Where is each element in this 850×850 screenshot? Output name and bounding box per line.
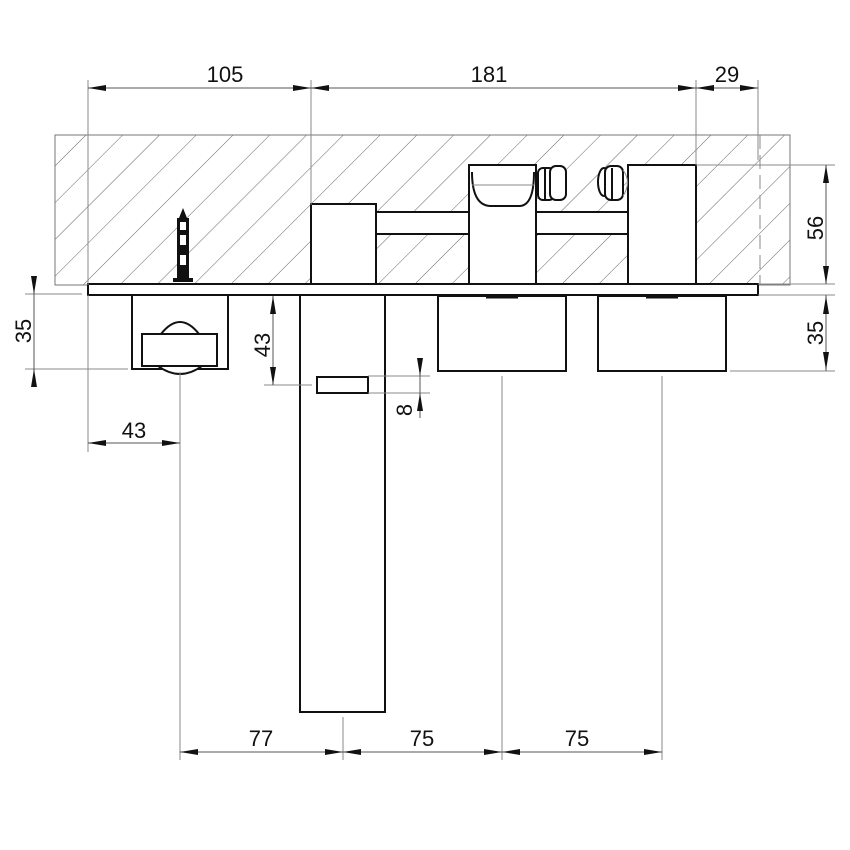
dim-label-43-spout: 43	[250, 333, 275, 357]
dim-label-75-second: 75	[565, 726, 589, 751]
threaded-connector-left	[537, 165, 567, 201]
dim-label-77: 77	[249, 726, 273, 751]
cover-plate	[87, 283, 759, 296]
handle-right	[597, 295, 727, 372]
shower-holder	[131, 294, 229, 375]
dimension-spout-43: 43	[250, 296, 312, 386]
threaded-connector-right	[597, 165, 628, 201]
spout	[299, 294, 386, 713]
dim-label-75-first: 75	[410, 726, 434, 751]
dim-label-8: 8	[392, 404, 417, 416]
dim-label-29: 29	[715, 62, 739, 87]
dimension-top: 105 181 29	[87, 62, 759, 285]
dimension-right-35: 35	[730, 294, 835, 372]
dim-label-35-left: 35	[11, 319, 36, 343]
dimension-left-35: 35	[11, 276, 128, 387]
dim-label-181: 181	[471, 62, 508, 87]
dim-label-56: 56	[803, 216, 828, 240]
wall-anchor-icon	[173, 208, 193, 282]
dim-label-43-left: 43	[122, 418, 146, 443]
valve-body	[310, 164, 697, 285]
dimension-bottom: 77 75 75	[180, 376, 663, 760]
dimension-left-43: 43	[87, 295, 181, 760]
dim-label-35-right: 35	[803, 321, 828, 345]
dim-label-105: 105	[207, 62, 244, 87]
handle-left	[437, 295, 567, 372]
dimension-right-56: 56	[696, 164, 835, 285]
dimension-spout-8: 8	[368, 358, 430, 418]
